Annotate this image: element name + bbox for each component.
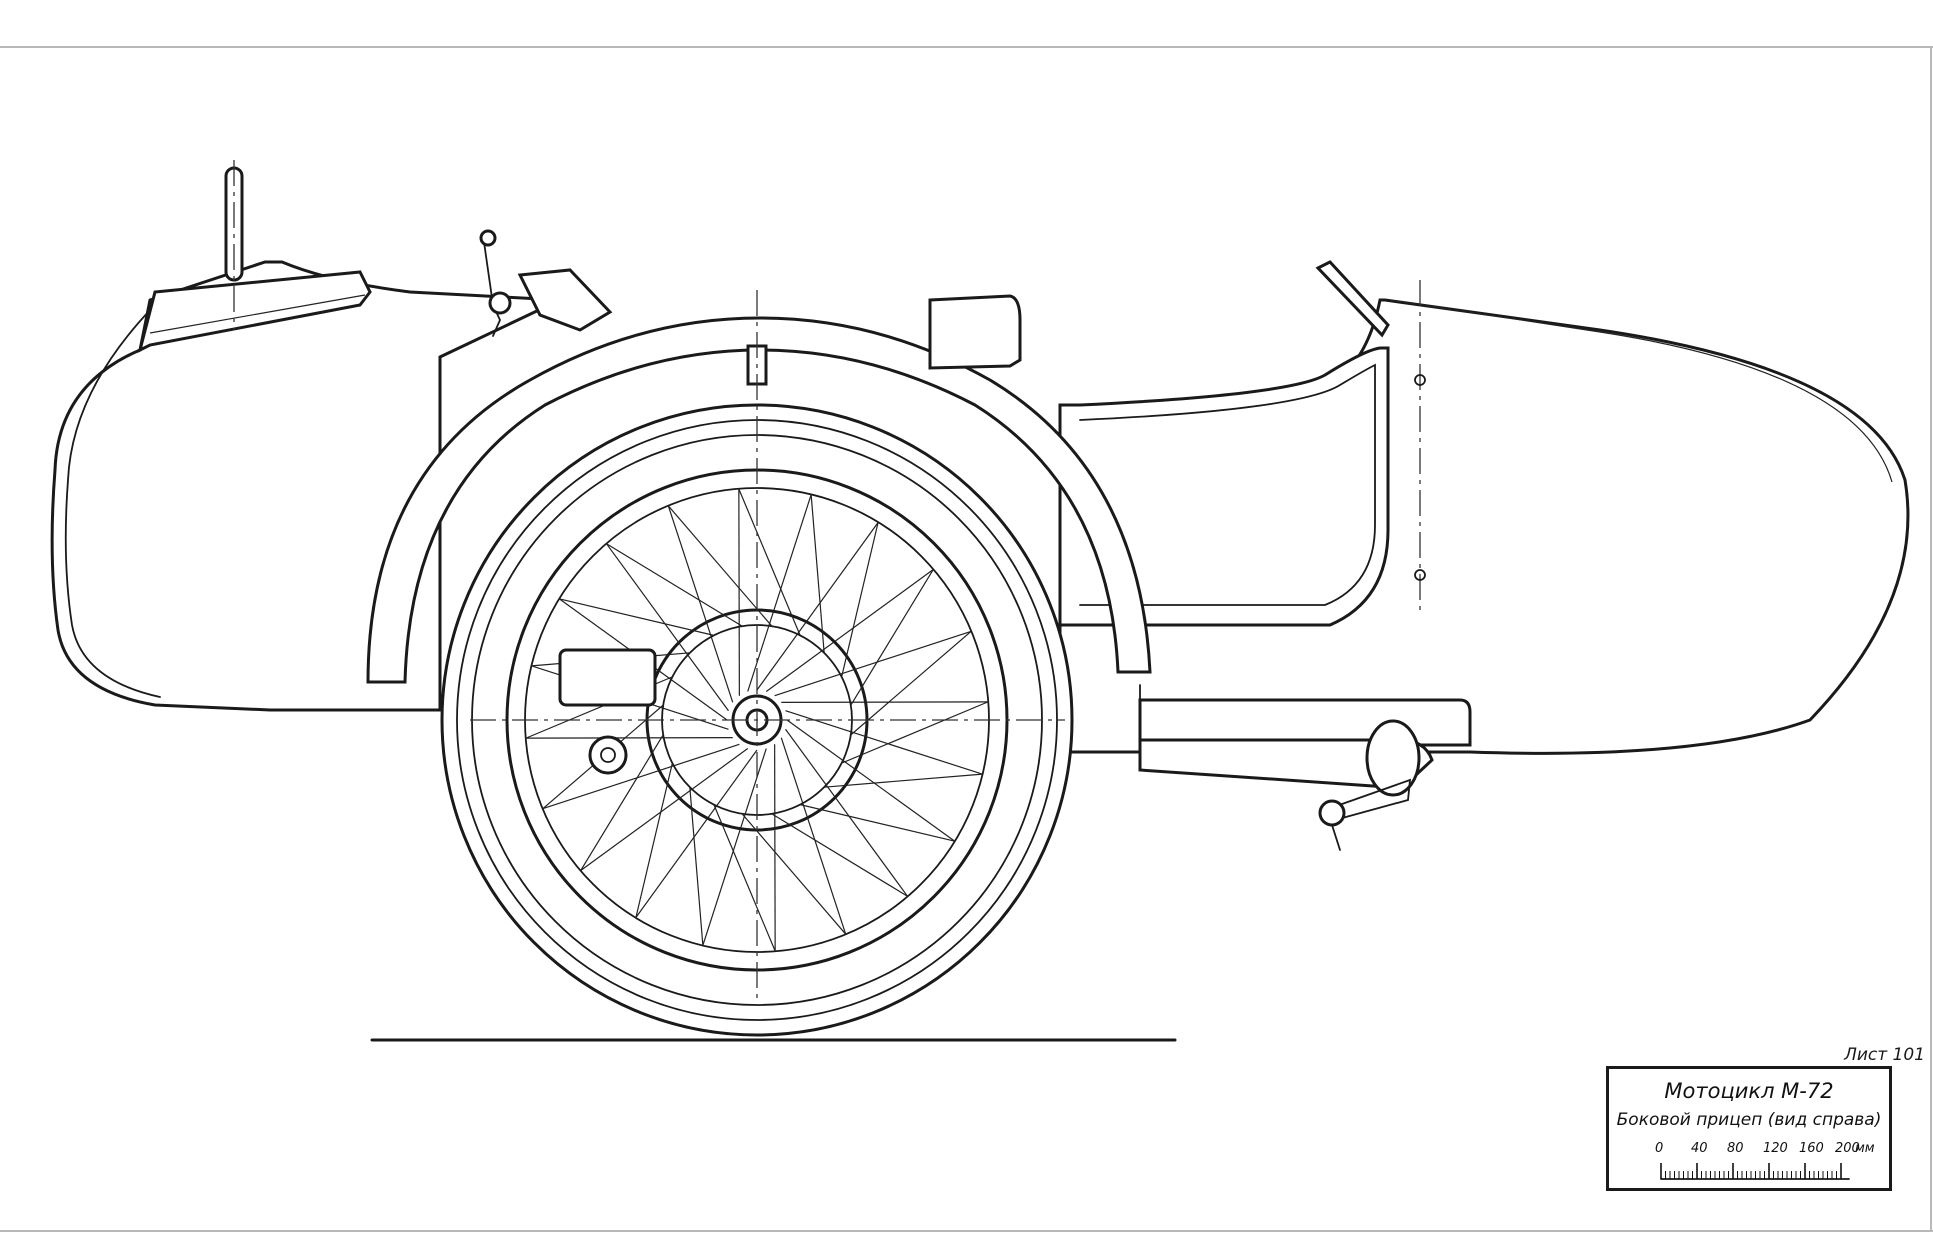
- spoke: [580, 748, 749, 872]
- spoke: [756, 521, 879, 691]
- tube-top: [928, 294, 1022, 370]
- spoke: [774, 630, 972, 697]
- scale-tick-label: 120: [1763, 1141, 1788, 1156]
- handrail: [1315, 260, 1390, 338]
- spoke: [841, 701, 989, 764]
- spoke: [605, 543, 743, 627]
- scale-bar: 0 40 80 120 160 200 мм: [1655, 1141, 1875, 1180]
- sidecar-front-seam: [1389, 299, 1893, 483]
- linkage-bolt: [1331, 824, 1341, 851]
- spoke: [786, 719, 956, 842]
- cockpit-inner: [1079, 363, 1376, 606]
- spoke: [765, 568, 934, 692]
- mudguard: [366, 316, 1152, 684]
- sheet-number: Лист 101: [1844, 1045, 1925, 1065]
- spoke: [850, 568, 934, 706]
- spoke: [781, 701, 989, 703]
- spoke: [738, 488, 801, 636]
- spoke: [771, 813, 909, 897]
- spoke: [605, 543, 729, 712]
- lever-knob: [479, 229, 497, 247]
- wheel-brake-linkage: [1324, 778, 1412, 821]
- spoke: [635, 762, 673, 918]
- body-fastener-upper: [1414, 374, 1426, 386]
- brake-lever-pin: [600, 747, 616, 763]
- spoke: [799, 804, 955, 842]
- sidecar-body-rear-inner: [64, 307, 161, 698]
- scale-tick-label: 0: [1655, 1141, 1663, 1156]
- spoke: [741, 813, 847, 935]
- sheet-frame-right: [1930, 46, 1932, 1232]
- sheet-frame-top: [0, 46, 1933, 48]
- spoke: [747, 494, 812, 692]
- scale-tick-label: 160: [1799, 1141, 1824, 1156]
- scale-tick-labels: 0 40 80 120 160 200: [1655, 1141, 1860, 1156]
- lever-hub: [488, 291, 512, 315]
- spoke: [738, 488, 740, 696]
- drawing-title: Мотоцикл М-72: [1664, 1079, 1834, 1103]
- spoke: [667, 505, 734, 703]
- brake-lever-pivot: [588, 735, 628, 775]
- scale-unit: мм: [1855, 1141, 1875, 1156]
- trunk-lid-seam: [149, 294, 366, 334]
- spoke: [667, 505, 773, 627]
- title-block: Мотоцикл М-72 Боковой прицеп (вид справа…: [1606, 1066, 1892, 1191]
- brake-cam-housing: [558, 648, 657, 707]
- spoke: [850, 630, 972, 736]
- drawing-subtitle: Боковой прицеп (вид справа): [1616, 1110, 1882, 1130]
- frame-arm-top: [517, 268, 613, 332]
- spoke: [635, 749, 758, 919]
- linkage-pivot: [1318, 799, 1346, 827]
- spoke: [810, 494, 825, 653]
- body-fastener-lower: [1414, 569, 1426, 581]
- spoke: [702, 748, 767, 946]
- spoke: [785, 728, 909, 897]
- scale-tick-label: 80: [1727, 1141, 1744, 1156]
- scale-tick-label: 200: [1835, 1141, 1860, 1156]
- spoke: [559, 598, 715, 636]
- sheet-frame-bottom: [0, 1230, 1933, 1232]
- spoke: [525, 737, 733, 739]
- spoke: [689, 787, 704, 946]
- spoke: [542, 743, 740, 810]
- trunk-lid: [137, 270, 372, 353]
- spoke: [713, 804, 776, 952]
- spoke: [774, 744, 776, 952]
- spoke: [841, 522, 879, 678]
- spoke: [785, 710, 983, 775]
- suspension-bushing: [1365, 719, 1421, 797]
- spoke: [580, 734, 664, 872]
- spoke: [824, 773, 983, 788]
- scale-tick-label: 40: [1691, 1141, 1708, 1156]
- chassis-rail: [1138, 698, 1472, 747]
- spoke: [780, 737, 847, 935]
- scale-ticks: [1660, 1163, 1842, 1179]
